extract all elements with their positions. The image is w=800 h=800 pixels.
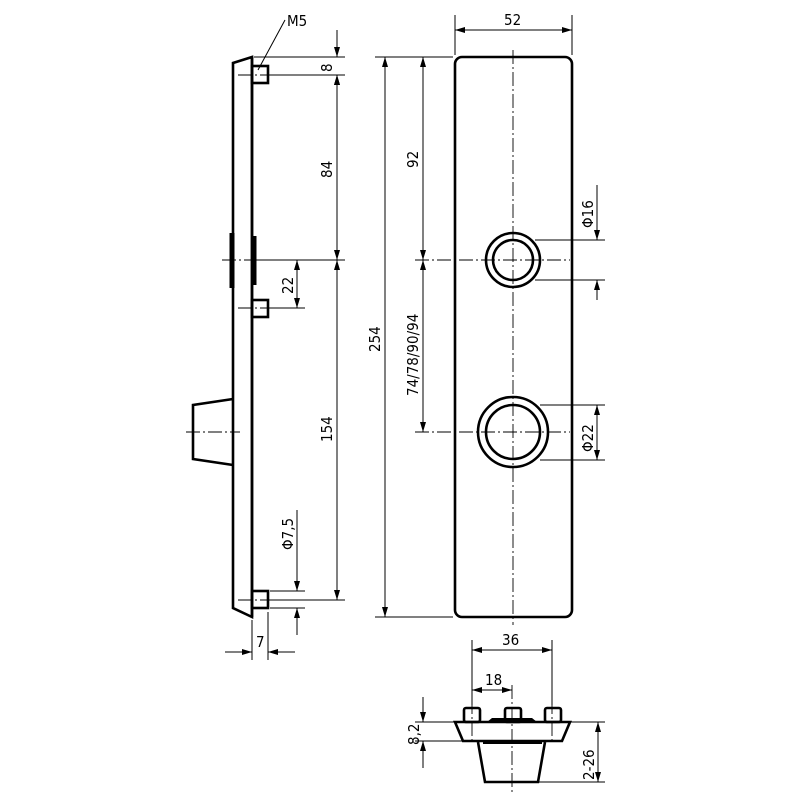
dim-52: 52 [504, 11, 521, 29]
dim-depth-range: 2-26 [580, 749, 598, 780]
top-screw [250, 64, 270, 85]
side-plate-outline [231, 55, 254, 620]
dim-plate-thickness: 8,2 [405, 724, 423, 745]
dim-hole-spacing: 74/78/90/94 [404, 314, 422, 396]
cylinder-cone [476, 741, 547, 784]
dim-8: 8 [318, 63, 336, 72]
thread-label: M5 [287, 12, 307, 30]
dim-254: 254 [366, 326, 384, 352]
dim-154: 154 [318, 416, 336, 442]
stud-right [543, 706, 563, 724]
bottom-screw [250, 589, 270, 610]
dim-84: 84 [318, 161, 336, 178]
bottom-view: 36 18 8,2 2-26 [405, 631, 605, 792]
middle-screw [250, 298, 270, 319]
dim-screw-diameter: Φ7,5 [279, 518, 297, 550]
dim-small-hole: Φ16 [579, 200, 597, 228]
dim-7: 7 [256, 633, 265, 651]
dim-18: 18 [485, 671, 502, 689]
side-view: 8 84 154 22 Φ7,5 7 M5 [186, 12, 345, 660]
front-view: 52 254 92 74/78/90/94 Φ16 Φ22 [366, 11, 605, 625]
dim-36: 36 [502, 631, 519, 649]
dim-large-hole: Φ22 [579, 424, 597, 452]
dim-92: 92 [404, 151, 422, 168]
escutcheon-plate [453, 55, 574, 619]
dim-22: 22 [279, 277, 297, 294]
